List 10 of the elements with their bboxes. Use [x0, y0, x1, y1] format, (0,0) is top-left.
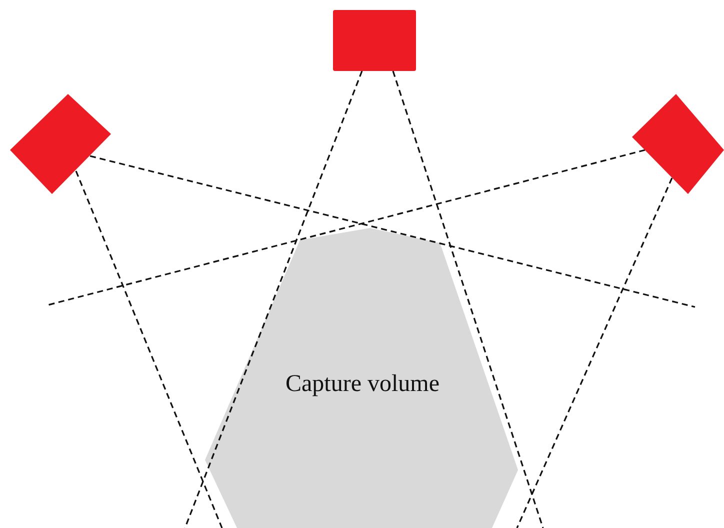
camera-marker — [10, 94, 111, 194]
area-label: Capture volume — [284, 371, 440, 398]
capture-volume-area — [205, 228, 520, 528]
field-of-view-line — [516, 178, 673, 528]
field-of-view-line — [90, 155, 696, 308]
camera-marker — [333, 10, 416, 71]
field-of-view-line — [392, 70, 544, 528]
camera-marker — [632, 94, 724, 194]
field-of-view-line — [75, 170, 223, 528]
field-of-view-line — [48, 149, 646, 306]
